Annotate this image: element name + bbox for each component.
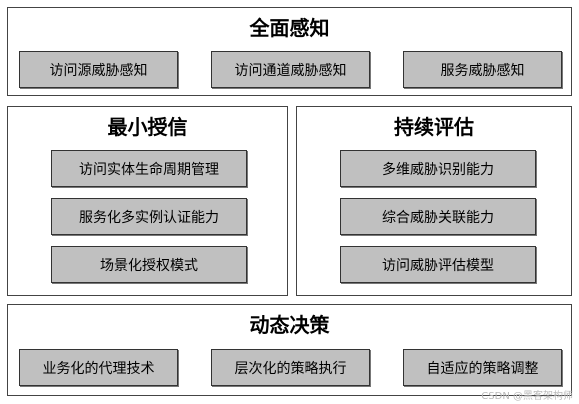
box-multi-instance-auth: 服务化多实例认证能力 xyxy=(51,198,247,235)
box-entity-lifecycle: 访问实体生命周期管理 xyxy=(51,150,247,187)
box-multidim-threat-identification: 多维威胁识别能力 xyxy=(340,150,536,187)
panel-title: 最小授信 xyxy=(107,115,188,139)
box-threat-evaluation-model: 访问威胁评估模型 xyxy=(340,246,536,283)
box-scenario-authorization: 场景化授权模式 xyxy=(51,246,247,283)
panel-comprehensive-perception: 全面感知 访问源威胁感知 访问通道威胁感知 服务威胁感知 xyxy=(7,7,572,96)
panel-least-privilege: 最小授信 访问实体生命周期管理 服务化多实例认证能力 场景化授权模式 xyxy=(7,106,288,296)
box-adaptive-policy: 自适应的策略调整 xyxy=(403,349,562,386)
panel-continuous-evaluation: 持续评估 多维威胁识别能力 综合威胁关联能力 访问威胁评估模型 xyxy=(296,106,572,296)
box-access-source-threat: 访问源威胁感知 xyxy=(19,51,178,88)
panel-title: 动态决策 xyxy=(249,313,330,337)
box-access-channel-threat: 访问通道威胁感知 xyxy=(211,51,370,88)
box-business-proxy: 业务化的代理技术 xyxy=(19,349,178,386)
watermark: CSDN @黑客架构师 xyxy=(481,391,573,402)
panel-title: 全面感知 xyxy=(249,16,330,40)
box-service-threat: 服务威胁感知 xyxy=(403,51,562,88)
box-threat-correlation: 综合威胁关联能力 xyxy=(340,198,536,235)
panel-dynamic-decision: 动态决策 业务化的代理技术 层次化的策略执行 自适应的策略调整 xyxy=(7,304,572,396)
box-hierarchical-policy: 层次化的策略执行 xyxy=(211,349,370,386)
panel-title: 持续评估 xyxy=(394,115,474,139)
